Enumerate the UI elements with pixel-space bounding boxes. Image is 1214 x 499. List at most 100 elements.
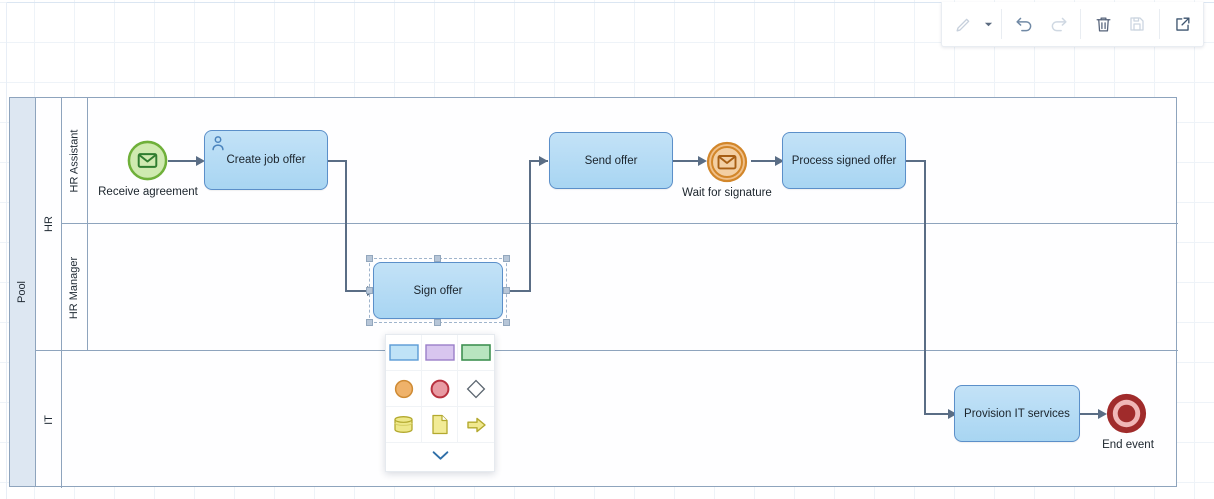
- node-create-job-offer-label: Create job offer: [226, 154, 306, 166]
- shape-rectangle-green-icon: [461, 344, 491, 361]
- pool-label: Pool: [16, 280, 29, 304]
- flow-sign-to-send-arrow: [539, 156, 548, 166]
- node-process-signed-offer-label: Process signed offer: [791, 154, 897, 167]
- palette-item-shape-rectangle-green[interactable]: [458, 335, 494, 371]
- shape-data-object-icon: [431, 414, 448, 435]
- node-send-offer[interactable]: Send offer: [549, 132, 673, 189]
- palette-item-shape-data-store[interactable]: [386, 407, 422, 443]
- lane-it-header[interactable]: IT: [36, 351, 62, 488]
- shape-palette-popup: [385, 334, 495, 472]
- flow-wait-to-process[interactable]: [751, 160, 781, 162]
- flow-create-to-sign-v[interactable]: [345, 160, 347, 291]
- lane-it[interactable]: IT: [36, 351, 1178, 488]
- undo-icon: [1014, 14, 1035, 35]
- lane-hr-manager[interactable]: HR Manager: [62, 224, 1178, 351]
- save-button[interactable]: [1120, 7, 1154, 41]
- resize-handle-e[interactable]: [503, 287, 510, 294]
- node-receive-agreement-label: Receive agreement: [98, 186, 198, 198]
- node-create-job-offer[interactable]: Create job offer: [204, 130, 328, 190]
- resize-handle-ne[interactable]: [503, 255, 510, 262]
- node-receive-agreement[interactable]: [126, 139, 169, 187]
- redo-icon: [1048, 14, 1069, 35]
- shape-data-store-icon: [394, 416, 413, 433]
- chevron-down-icon: [432, 448, 449, 466]
- palette-item-shape-rectangle-blue[interactable]: [386, 335, 422, 371]
- palette-item-shape-data-object[interactable]: [422, 407, 458, 443]
- lane-hr-assistant-header[interactable]: HR Assistant: [62, 98, 88, 223]
- edit-style-button[interactable]: [946, 7, 980, 41]
- pool-header[interactable]: Pool: [10, 98, 36, 486]
- flow-sign-to-send-h2[interactable]: [529, 160, 548, 162]
- undo-button[interactable]: [1007, 7, 1041, 41]
- shape-arrow-icon: [466, 417, 486, 432]
- delete-button[interactable]: [1086, 7, 1120, 41]
- resize-handle-w[interactable]: [366, 287, 373, 294]
- flow-process-to-provision-arrow: [948, 409, 957, 419]
- open-external-icon: [1173, 15, 1192, 34]
- start-event-message-icon: [127, 140, 168, 181]
- flow-send-to-wait-arrow: [698, 156, 707, 166]
- node-end-event-label: End event: [1102, 439, 1154, 451]
- redo-button[interactable]: [1041, 7, 1075, 41]
- node-end-event[interactable]: [1104, 391, 1149, 441]
- resize-handle-sw[interactable]: [366, 319, 373, 326]
- lane-hr-assistant[interactable]: HR Assistant: [62, 98, 1178, 224]
- node-provision-it-services[interactable]: Provision IT services: [954, 385, 1080, 442]
- trash-icon: [1094, 15, 1113, 34]
- editor-toolbar: [941, 2, 1204, 47]
- node-process-signed-offer[interactable]: Process signed offer: [782, 132, 906, 189]
- flow-create-to-sign-h2[interactable]: [345, 290, 372, 292]
- resize-handle-n[interactable]: [434, 255, 441, 262]
- palette-item-shape-diamond-gateway[interactable]: [458, 371, 494, 407]
- end-event-icon: [1106, 393, 1147, 434]
- user-task-icon: [211, 136, 225, 154]
- lane-hr-manager-header[interactable]: HR Manager: [62, 224, 88, 351]
- resize-handle-nw[interactable]: [366, 255, 373, 262]
- lane-hr-assistant-label: HR Assistant: [68, 129, 81, 192]
- intermediate-catch-message-icon: [706, 141, 748, 183]
- shape-rectangle-blue-icon: [388, 344, 419, 361]
- flow-provision-to-end-arrow: [1098, 409, 1107, 419]
- palette-item-shape-arrow[interactable]: [458, 407, 494, 443]
- flow-send-to-wait[interactable]: [673, 160, 703, 162]
- node-provision-it-services-label: Provision IT services: [964, 407, 1070, 420]
- flow-sign-to-send-h1[interactable]: [503, 290, 531, 292]
- shape-rectangle-purple-icon: [424, 344, 455, 361]
- lane-hr-header[interactable]: HR: [36, 98, 62, 350]
- flow-process-to-provision-h2[interactable]: [924, 413, 953, 415]
- canvas-left-rule: [6, 2, 7, 499]
- flow-start-to-create-arrow: [196, 156, 205, 166]
- lane-hr[interactable]: HR HR Assistant HR Manager: [36, 98, 1178, 351]
- save-icon: [1128, 15, 1146, 33]
- flow-provision-to-end[interactable]: [1080, 413, 1104, 415]
- node-sign-offer[interactable]: Sign offer: [373, 262, 503, 319]
- palette-item-shape-rectangle-purple[interactable]: [422, 335, 458, 371]
- toolbar-divider-1: [1001, 9, 1002, 39]
- node-send-offer-label: Send offer: [584, 154, 638, 167]
- palette-more-button[interactable]: [386, 443, 494, 471]
- flow-start-to-create[interactable]: [168, 160, 198, 162]
- flow-process-to-provision-h1[interactable]: [906, 160, 926, 162]
- resize-handle-s[interactable]: [434, 319, 441, 326]
- edit-style-icon: [954, 15, 973, 34]
- canvas-top-rule: [6, 2, 1214, 3]
- shape-palette-grid: [386, 335, 494, 443]
- shape-circle-red-icon: [430, 379, 449, 398]
- open-external-button[interactable]: [1165, 7, 1199, 41]
- flow-sign-to-send-v[interactable]: [529, 160, 531, 291]
- toolbar-divider-3: [1159, 9, 1160, 39]
- flow-create-to-sign-h1[interactable]: [328, 160, 347, 162]
- flow-process-to-provision-v[interactable]: [924, 160, 926, 414]
- palette-item-shape-circle-orange[interactable]: [386, 371, 422, 407]
- lane-hr-manager-label: HR Manager: [68, 256, 81, 319]
- node-wait-for-signature[interactable]: [705, 140, 749, 189]
- palette-item-shape-circle-red[interactable]: [422, 371, 458, 407]
- flow-wait-to-process-arrow: [775, 156, 784, 166]
- style-dropdown-button[interactable]: [980, 7, 996, 41]
- toolbar-divider-2: [1080, 9, 1081, 39]
- node-wait-for-signature-label: Wait for signature: [682, 187, 772, 199]
- shape-circle-orange-icon: [394, 379, 413, 398]
- shape-diamond-gateway-icon: [466, 379, 486, 398]
- resize-handle-se[interactable]: [503, 319, 510, 326]
